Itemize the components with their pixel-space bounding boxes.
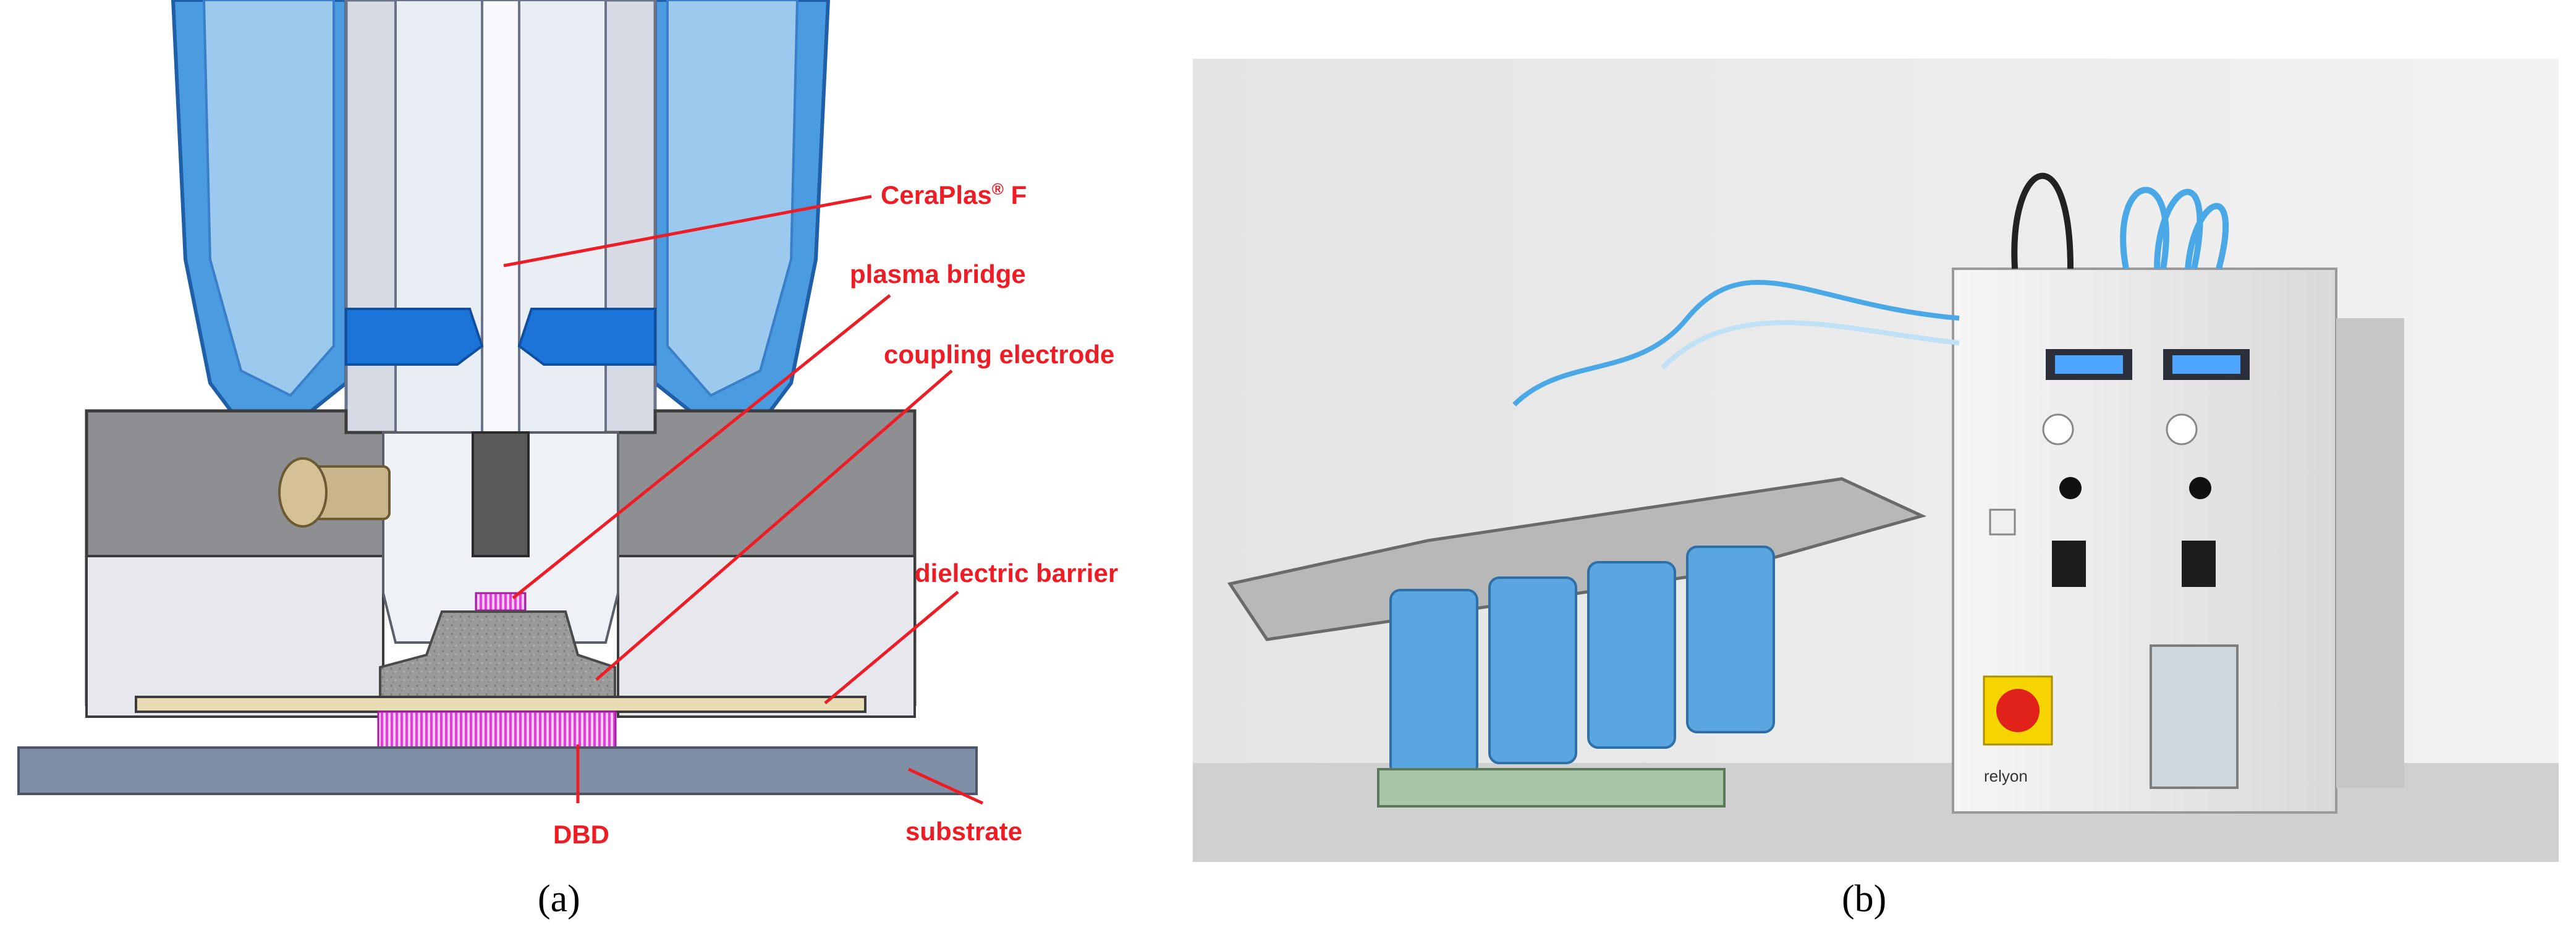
substrate-plate	[17, 746, 978, 795]
gauge-left	[2052, 541, 2086, 587]
callout-line-coupling-electrode	[595, 369, 953, 681]
head-base	[1377, 768, 1726, 808]
cable-blue-1	[2120, 187, 2169, 269]
base-lower-left	[85, 555, 384, 718]
callout-line-substrate	[907, 767, 984, 805]
cable-black	[2011, 172, 2074, 269]
cable-to-heads-2	[1661, 320, 1960, 369]
head-3	[1587, 561, 1676, 749]
label-substrate: substrate	[905, 817, 1022, 846]
main-switch-knob	[1996, 689, 2040, 732]
panel-a-cross-section: CeraPlas® F plasma bridge coupling elect…	[0, 0, 1125, 946]
cross-section-diagram: CeraPlas® F plasma bridge coupling elect…	[17, 0, 1118, 849]
head-1	[1389, 589, 1478, 777]
dbd-plasma	[377, 711, 617, 749]
brand-text: relyon	[1984, 767, 2028, 785]
filter-window	[2150, 644, 2239, 789]
gauge-right	[2182, 541, 2216, 587]
socket	[1989, 508, 2016, 536]
display-left-screen	[2055, 355, 2123, 374]
head-4	[1686, 546, 1775, 733]
display-right-screen	[2172, 355, 2240, 374]
switch-left	[2059, 477, 2082, 499]
dielectric-barrier	[135, 696, 866, 713]
housing-left-inner	[202, 0, 335, 397]
head-2	[1488, 576, 1577, 764]
dark-insert	[472, 431, 530, 557]
device-photo: relyon	[1193, 59, 2559, 862]
knob-right	[2166, 413, 2198, 445]
base-lower-right	[617, 555, 916, 718]
caption-a: (a)	[538, 878, 580, 920]
panel-b-photo: relyon	[1193, 59, 2559, 862]
cable-to-heads	[1512, 279, 1960, 407]
label-plasma-bridge: plasma bridge	[850, 259, 1026, 289]
label-coupling-electrode: coupling electrode	[884, 340, 1114, 369]
brass-screw-head	[278, 457, 328, 528]
callout-line-plasma-bridge	[512, 294, 891, 599]
switch-right	[2189, 477, 2211, 499]
housing-right-inner	[666, 0, 799, 397]
label-dbd: DBD	[553, 820, 609, 849]
callout-line-ceraplas	[503, 195, 872, 268]
knob-left	[2042, 413, 2074, 445]
label-ceraplas: CeraPlas® F	[881, 180, 1027, 209]
cable-blue-3	[2185, 203, 2229, 270]
label-dielectric-barrier: dielectric barrier	[915, 559, 1118, 588]
blue-ring	[345, 308, 656, 366]
caption-b: (b)	[1842, 878, 1887, 920]
callout-line-dielectric-barrier	[824, 591, 959, 704]
cabinet-side	[2336, 318, 2404, 788]
